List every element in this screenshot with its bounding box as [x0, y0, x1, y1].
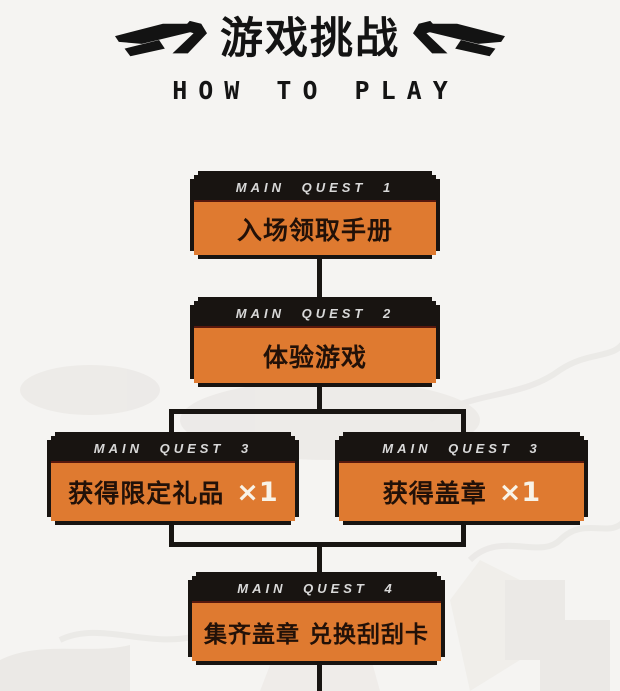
page-subtitle: HOW TO PLAY — [172, 76, 459, 105]
connector-split-right-drop — [461, 412, 466, 435]
quest-3-left-header: MAIN QUEST 3 — [51, 436, 295, 461]
quest-3-left-title: 获得限定礼品 — [68, 479, 225, 508]
connector-merge-stem — [317, 545, 322, 574]
quest-3-right-title: 获得盖章 — [382, 479, 487, 508]
quest-4-title: 集齐盖章 兑换刮刮卡 — [203, 622, 429, 648]
quest-box-4: MAIN QUEST 4 集齐盖章 兑换刮刮卡 — [188, 572, 445, 665]
quest-box-3-left: MAIN QUEST 3 获得限定礼品 ×1 — [47, 432, 299, 525]
quest-1-body: 入场领取手册 — [194, 200, 436, 255]
quest-4-body: 集齐盖章 兑换刮刮卡 — [192, 601, 441, 661]
quest-3-right-count: ×1 — [498, 476, 541, 508]
page-title: 游戏挑战 — [220, 14, 400, 64]
quest-1-title: 入场领取手册 — [236, 215, 393, 245]
quest-2-body: 体验游戏 — [194, 326, 436, 383]
quest-box-3-right: MAIN QUEST 3 获得盖章 ×1 — [335, 432, 588, 525]
connector-q4-down — [317, 662, 322, 691]
quest-1-header: MAIN QUEST 1 — [194, 175, 436, 200]
quest-box-2: MAIN QUEST 2 体验游戏 — [190, 297, 440, 387]
speed-wing-right-icon — [413, 20, 505, 56]
quest-3-right-body: 获得盖章 ×1 — [339, 461, 584, 521]
quest-3-left-count: ×1 — [236, 476, 278, 508]
quest-box-1: MAIN QUEST 1 入场领取手册 — [190, 171, 440, 259]
connector-split-left-drop — [169, 412, 174, 435]
connector-split-horizontal — [169, 409, 466, 414]
quest-3-right-header: MAIN QUEST 3 — [339, 436, 584, 461]
connector-q1-q2 — [317, 255, 322, 300]
connector-q2-stem — [317, 385, 322, 411]
quest-2-header: MAIN QUEST 2 — [194, 301, 436, 326]
speed-wing-left-icon — [115, 20, 207, 56]
connector-merge-left-rise — [169, 523, 174, 545]
quest-3-left-body: 获得限定礼品 ×1 — [51, 461, 295, 521]
connector-merge-right-rise — [461, 523, 466, 545]
title-block: 游戏挑战 — [0, 14, 620, 64]
quest-4-header: MAIN QUEST 4 — [192, 576, 441, 601]
connector-merge-horizontal — [169, 542, 466, 547]
quest-2-title: 体验游戏 — [262, 342, 367, 372]
